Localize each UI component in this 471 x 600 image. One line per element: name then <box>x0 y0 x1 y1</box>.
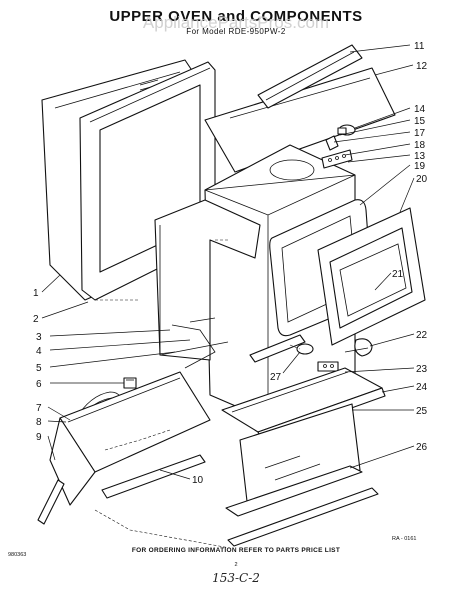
callout-22: 22 <box>416 330 428 341</box>
door-rail-part <box>249 334 306 363</box>
callout-21: 21 <box>392 269 404 280</box>
document-code: 980363 <box>8 552 26 558</box>
callout-23: 23 <box>416 364 428 375</box>
inner-door-frame-part <box>317 207 426 346</box>
callout-27: 27 <box>270 372 282 383</box>
callout-13: 13 <box>414 151 426 162</box>
callout-1: 1 <box>33 288 39 299</box>
diagram-subtitle: For Model RDE-950PW-2 <box>186 27 286 36</box>
assembly-lines <box>94 239 301 549</box>
callout-25: 25 <box>416 406 428 417</box>
callout-14: 14 <box>414 104 426 115</box>
figure-code: RA - 0161 <box>392 536 416 542</box>
callout-19: 19 <box>414 161 426 172</box>
callout-9: 9 <box>36 432 42 443</box>
door-hinge-part <box>344 338 373 357</box>
callout-numbers: 1 2 3 4 5 6 7 8 9 10 11 12 13 14 15 17 1… <box>33 41 428 486</box>
callout-26: 26 <box>416 442 428 453</box>
ordering-note: FOR ORDERING INFORMATION REFER TO PARTS … <box>132 547 340 554</box>
callout-24: 24 <box>416 382 428 393</box>
lower-tube-part <box>101 454 206 499</box>
door-window-glass-part <box>339 243 407 317</box>
light-switch-part <box>123 377 137 389</box>
callout-2: 2 <box>33 314 39 325</box>
door-latch-part <box>296 343 339 372</box>
cavity-wrap-part <box>154 199 261 361</box>
callout-8: 8 <box>36 417 42 428</box>
callout-3: 3 <box>36 332 42 343</box>
side-strip-part <box>37 479 65 525</box>
callout-20: 20 <box>416 174 428 185</box>
callout-15: 15 <box>414 116 426 127</box>
callout-leaders <box>41 44 415 480</box>
diagram-title: UPPER OVEN and COMPONENTS <box>109 8 362 25</box>
terminal-block-part <box>321 149 353 169</box>
watermark: AppliancePartsPros.com <box>143 13 329 32</box>
callout-12: 12 <box>416 61 428 72</box>
top-trim-strip-part <box>257 44 363 109</box>
page-number: 2 <box>234 562 237 568</box>
callout-17: 17 <box>414 128 426 139</box>
bake-element-part <box>159 317 229 369</box>
callout-18: 18 <box>414 140 426 151</box>
outer-glass-part <box>239 403 361 511</box>
handwritten-note: 153-C-2 <box>212 571 260 585</box>
callout-6: 6 <box>36 379 42 390</box>
sensor-probe-part <box>325 135 339 151</box>
door-bottom-trim-part <box>225 465 379 547</box>
callout-11: 11 <box>414 41 425 52</box>
oven-top-plate-part <box>204 67 396 173</box>
callout-4: 4 <box>36 346 42 357</box>
callout-7: 7 <box>36 403 42 414</box>
callout-10: 10 <box>192 475 204 486</box>
callout-5: 5 <box>36 363 42 374</box>
